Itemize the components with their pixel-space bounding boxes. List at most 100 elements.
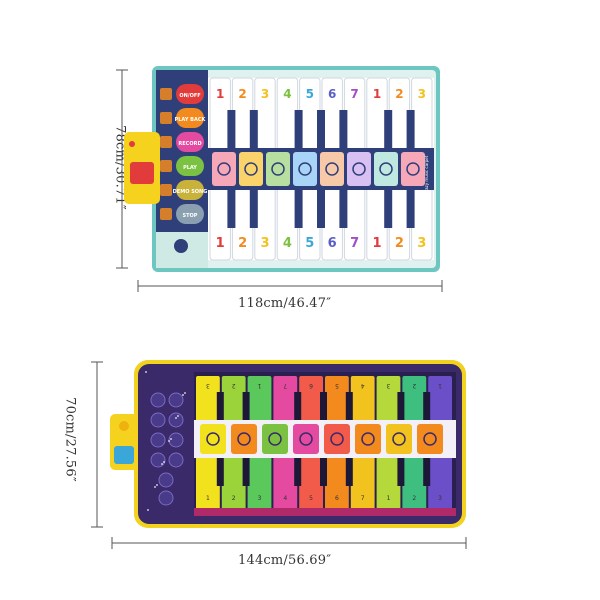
mat2-top-key-label: 2 — [232, 382, 236, 389]
mat2-control-button — [168, 392, 184, 408]
mat2-control-button — [150, 412, 166, 428]
mat1-black-key-upper — [294, 110, 303, 148]
mat1-instrument-tile — [401, 152, 425, 186]
mat2-top-key-label: 1 — [257, 382, 261, 389]
mat2-top-key-label: 1 — [438, 382, 442, 389]
mat2-bottom-key-label: 2 — [412, 495, 416, 502]
mat1-control-button-label: ON/OFF — [179, 93, 200, 99]
mat1-black-key-upper — [227, 110, 236, 148]
mat2-instrument-tile — [324, 424, 350, 454]
star-dot — [168, 440, 170, 442]
mat2-black-key-lower — [216, 458, 224, 486]
mat2-instrument-tile — [293, 424, 319, 454]
mat1-black-key-upper — [384, 110, 393, 148]
mat2-black-key-lower — [345, 458, 353, 486]
mat1-instrument-tile — [374, 152, 398, 186]
mat1-control-button — [176, 84, 204, 104]
mat2-bottom-key-label: 5 — [309, 495, 313, 502]
mat2-top-key-label: 3 — [206, 382, 210, 389]
mat1-control-button — [176, 204, 204, 224]
instrument-icon — [330, 432, 344, 446]
mat1-bottom-number: 1 — [372, 236, 381, 251]
mat1-instrument-tile — [320, 152, 344, 186]
mat2-instrument-tile — [386, 424, 412, 454]
instrument-icon — [237, 432, 251, 446]
mat2-instrument-tile — [200, 424, 226, 454]
star-dot — [184, 392, 186, 394]
speaker-icon — [174, 239, 188, 253]
mat2-black-key-upper — [423, 392, 431, 420]
mat2-control-button — [150, 392, 166, 408]
mat2-bottom-key-label: 2 — [232, 495, 236, 502]
mat2-bottom-key-label: 3 — [438, 495, 442, 502]
mat2-dimension-lines — [91, 361, 467, 549]
mat1-top-number: 3 — [261, 87, 269, 101]
mat2-top-key-label: 7 — [283, 382, 287, 389]
instrument-icon — [271, 162, 285, 176]
instrument-icon — [298, 162, 312, 176]
mat1-black-key-upper — [339, 110, 348, 148]
mat1-black-key-lower — [294, 190, 303, 228]
mat2-control-button — [168, 432, 184, 448]
mat1-top-number: 6 — [328, 87, 336, 101]
mat1-instrument-tile — [293, 152, 317, 186]
mat1-top-number: 1 — [216, 87, 224, 101]
mat2-black-key-upper — [397, 392, 405, 420]
instrument-icon — [244, 162, 258, 176]
mat1-top-number: 7 — [350, 87, 358, 101]
star-dot — [154, 486, 156, 488]
instrument-icon — [406, 162, 420, 176]
mat2-top-key-label: 4 — [361, 382, 365, 389]
mat2-black-key-lower — [397, 458, 405, 486]
instrument-icon — [206, 432, 220, 446]
mat2-top-key-label: 3 — [386, 382, 390, 389]
mat1-top-number: 3 — [418, 87, 426, 101]
mat1-black-key-lower — [339, 190, 348, 228]
mat2-control-button — [150, 432, 166, 448]
mat1-dimension-lines — [116, 69, 443, 292]
star-dot — [145, 371, 147, 373]
mat2-black-key-upper — [345, 392, 353, 420]
mat1-instrument-tile — [266, 152, 290, 186]
mat2-instrument-tile — [262, 424, 288, 454]
mat1-bottom-number: 7 — [350, 236, 359, 251]
mat1-bottom-number: 1 — [216, 236, 225, 251]
mat1-instrument-tile — [212, 152, 236, 186]
star-dot — [161, 463, 163, 465]
mat2-instrument-tile — [231, 424, 257, 454]
mat2-bottom-key-label: 1 — [387, 495, 391, 502]
mat1-control-button-label: RECORD — [178, 141, 201, 147]
mat2-control-button — [150, 452, 166, 468]
mat2-black-key-upper — [320, 392, 327, 420]
star-dot — [147, 509, 149, 511]
instrument-icon — [299, 432, 313, 446]
mat2-black-key-upper — [216, 392, 224, 420]
mat2-black-key-upper — [242, 392, 250, 420]
mat1-control-button-label: STOP — [183, 213, 198, 219]
mat2-control-button — [158, 490, 174, 506]
mat1-bottom-number: 3 — [260, 236, 269, 251]
instrument-icon — [217, 162, 231, 176]
star-dot — [163, 461, 165, 463]
mat1-black-key-upper — [249, 110, 258, 148]
mat1-bottom-number: 6 — [328, 236, 337, 251]
star-dot — [182, 394, 184, 396]
mat1-control-button — [176, 132, 204, 152]
mat2-control-button — [168, 412, 184, 428]
mat1-caption: Crazy music carpet — [424, 155, 429, 194]
mat1-side-pad — [160, 112, 172, 124]
mat1-side-pad — [160, 136, 172, 148]
mat2-top-key-label: 6 — [309, 382, 313, 389]
mat1-control-button — [176, 108, 204, 128]
mat1-bottom-number: 3 — [417, 236, 426, 251]
mat2-bottom-key-label: 3 — [258, 495, 262, 502]
mat1-top-number: 5 — [306, 87, 314, 101]
mat2-black-key-lower — [320, 458, 327, 486]
instrument-icon — [423, 432, 437, 446]
mat1-side-pad — [160, 184, 172, 196]
mat1-side-pad — [160, 88, 172, 100]
mat1-black-key-lower — [227, 190, 236, 228]
